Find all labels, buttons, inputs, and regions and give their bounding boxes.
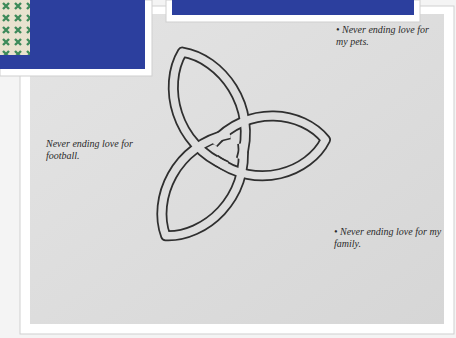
photo <box>172 0 414 15</box>
photo <box>0 0 145 69</box>
knot-loop <box>141 120 262 253</box>
knot-loop <box>211 110 329 181</box>
trinity-knot <box>141 39 329 254</box>
handwritten-note: • Never ending love for my family. <box>334 226 442 250</box>
photo-frame <box>0 0 152 76</box>
photo-frame <box>166 0 420 22</box>
photo-detail <box>0 0 30 55</box>
handwritten-note: Never ending love for football. <box>46 138 138 162</box>
handwritten-note: • Never ending love for my pets. <box>336 24 436 48</box>
knot-loop <box>211 110 329 181</box>
